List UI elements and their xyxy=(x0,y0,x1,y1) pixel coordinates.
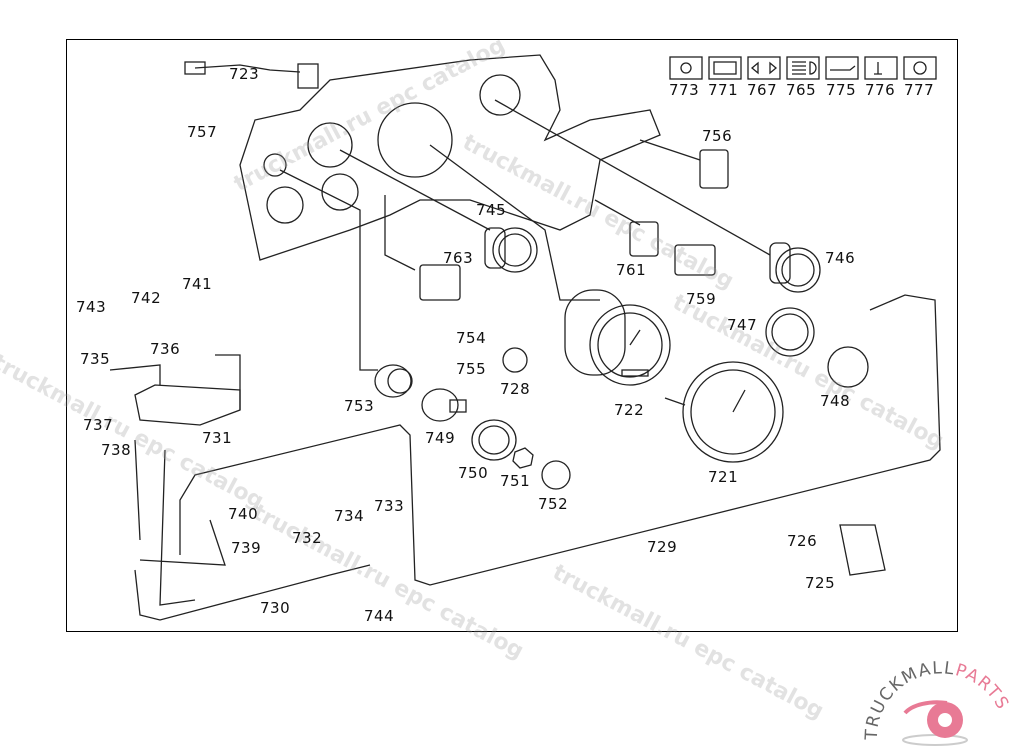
part-label: 741 xyxy=(182,275,213,293)
battery-icon xyxy=(708,56,742,80)
bracket-outline xyxy=(215,354,241,410)
oil-pressure-icon xyxy=(825,56,859,80)
part-label: 735 xyxy=(80,350,111,368)
gauge-747 xyxy=(765,307,815,357)
part-label: 749 xyxy=(425,429,456,447)
diagram-frame xyxy=(66,39,958,632)
part-label: 739 xyxy=(231,539,262,557)
part-label: 733 xyxy=(374,497,405,515)
dash-gauge-opening xyxy=(266,186,304,224)
gauge-721 xyxy=(664,361,784,463)
knob-752 xyxy=(541,460,571,490)
part-label: 744 xyxy=(364,607,395,625)
bracket-736 xyxy=(109,364,161,385)
fan-icon xyxy=(903,56,937,80)
part-label: 745 xyxy=(476,201,507,219)
part-label: 776 xyxy=(865,81,896,99)
gear-728 xyxy=(502,347,528,373)
part-label: 728 xyxy=(500,380,531,398)
part-label: 756 xyxy=(702,127,733,145)
truckmallparts-logo: TRUCKMALLPARTS xyxy=(862,658,1011,746)
part-label: 723 xyxy=(229,65,260,83)
dashboard-panel xyxy=(239,54,661,261)
dash-gauge-opening xyxy=(479,74,521,116)
cable-outline xyxy=(134,439,226,606)
warning-lamp-icons xyxy=(669,56,937,80)
part-label: 754 xyxy=(456,329,487,347)
part-label: 777 xyxy=(904,81,935,99)
ring-753 xyxy=(374,364,413,398)
part-label: 725 xyxy=(805,574,836,592)
part-label: 771 xyxy=(708,81,739,99)
part-label: 742 xyxy=(131,289,162,307)
part-label: 752 xyxy=(538,495,569,513)
part-label: 773 xyxy=(669,81,700,99)
part-label: 722 xyxy=(614,401,645,419)
part-label: 751 xyxy=(500,472,531,490)
switch-763 xyxy=(419,264,461,301)
switch-759 xyxy=(674,244,716,276)
dash-gauge-opening xyxy=(307,122,353,168)
ring-750 xyxy=(471,419,517,461)
leader-lines xyxy=(279,99,771,371)
part-label: 736 xyxy=(150,340,181,358)
connector-725 xyxy=(839,524,886,576)
part-label: 757 xyxy=(187,123,218,141)
part-label: 734 xyxy=(334,507,365,525)
part-label: 721 xyxy=(708,468,739,486)
part-label: 729 xyxy=(647,538,678,556)
gauge-746 xyxy=(769,242,821,293)
part-label: 767 xyxy=(747,81,778,99)
part-label: 747 xyxy=(727,316,758,334)
part-label: 775 xyxy=(826,81,857,99)
gauge-722 xyxy=(564,289,671,386)
part-label: 765 xyxy=(786,81,817,99)
part-label: 730 xyxy=(260,599,291,617)
part-label: 755 xyxy=(456,360,487,378)
bracket-731 xyxy=(134,384,241,426)
dash-gauge-opening xyxy=(321,173,359,211)
part-label: 726 xyxy=(787,532,818,550)
part-label: 738 xyxy=(101,441,132,459)
dash-gauge-opening xyxy=(263,153,287,177)
part-label: 731 xyxy=(202,429,233,447)
part-label: 753 xyxy=(344,397,375,415)
cable-729 xyxy=(179,294,941,586)
plug-723 xyxy=(184,61,206,75)
high-beam-icon xyxy=(786,56,820,80)
turn-signal-icon xyxy=(747,56,781,80)
part-label: 763 xyxy=(443,249,474,267)
cable-723 xyxy=(194,64,301,73)
part-label: 748 xyxy=(820,392,851,410)
brake-warning-icon xyxy=(669,56,703,80)
part-label: 737 xyxy=(83,416,114,434)
part-label: 740 xyxy=(228,505,259,523)
cable-730 xyxy=(134,564,371,621)
gauge-745 xyxy=(484,227,538,273)
part-label: 750 xyxy=(458,464,489,482)
part-label: 746 xyxy=(825,249,856,267)
switch-749 xyxy=(421,388,467,422)
dash-gauge-opening xyxy=(377,102,453,178)
part-label: 732 xyxy=(292,529,323,547)
socket-723 xyxy=(297,63,319,89)
part-label: 761 xyxy=(616,261,647,279)
cap-748 xyxy=(827,346,869,388)
switch-761 xyxy=(629,221,659,257)
switch-756 xyxy=(699,149,729,189)
nut-751 xyxy=(512,447,534,469)
seat-heater-icon xyxy=(864,56,898,80)
part-label: 759 xyxy=(686,290,717,308)
part-label: 743 xyxy=(76,298,107,316)
